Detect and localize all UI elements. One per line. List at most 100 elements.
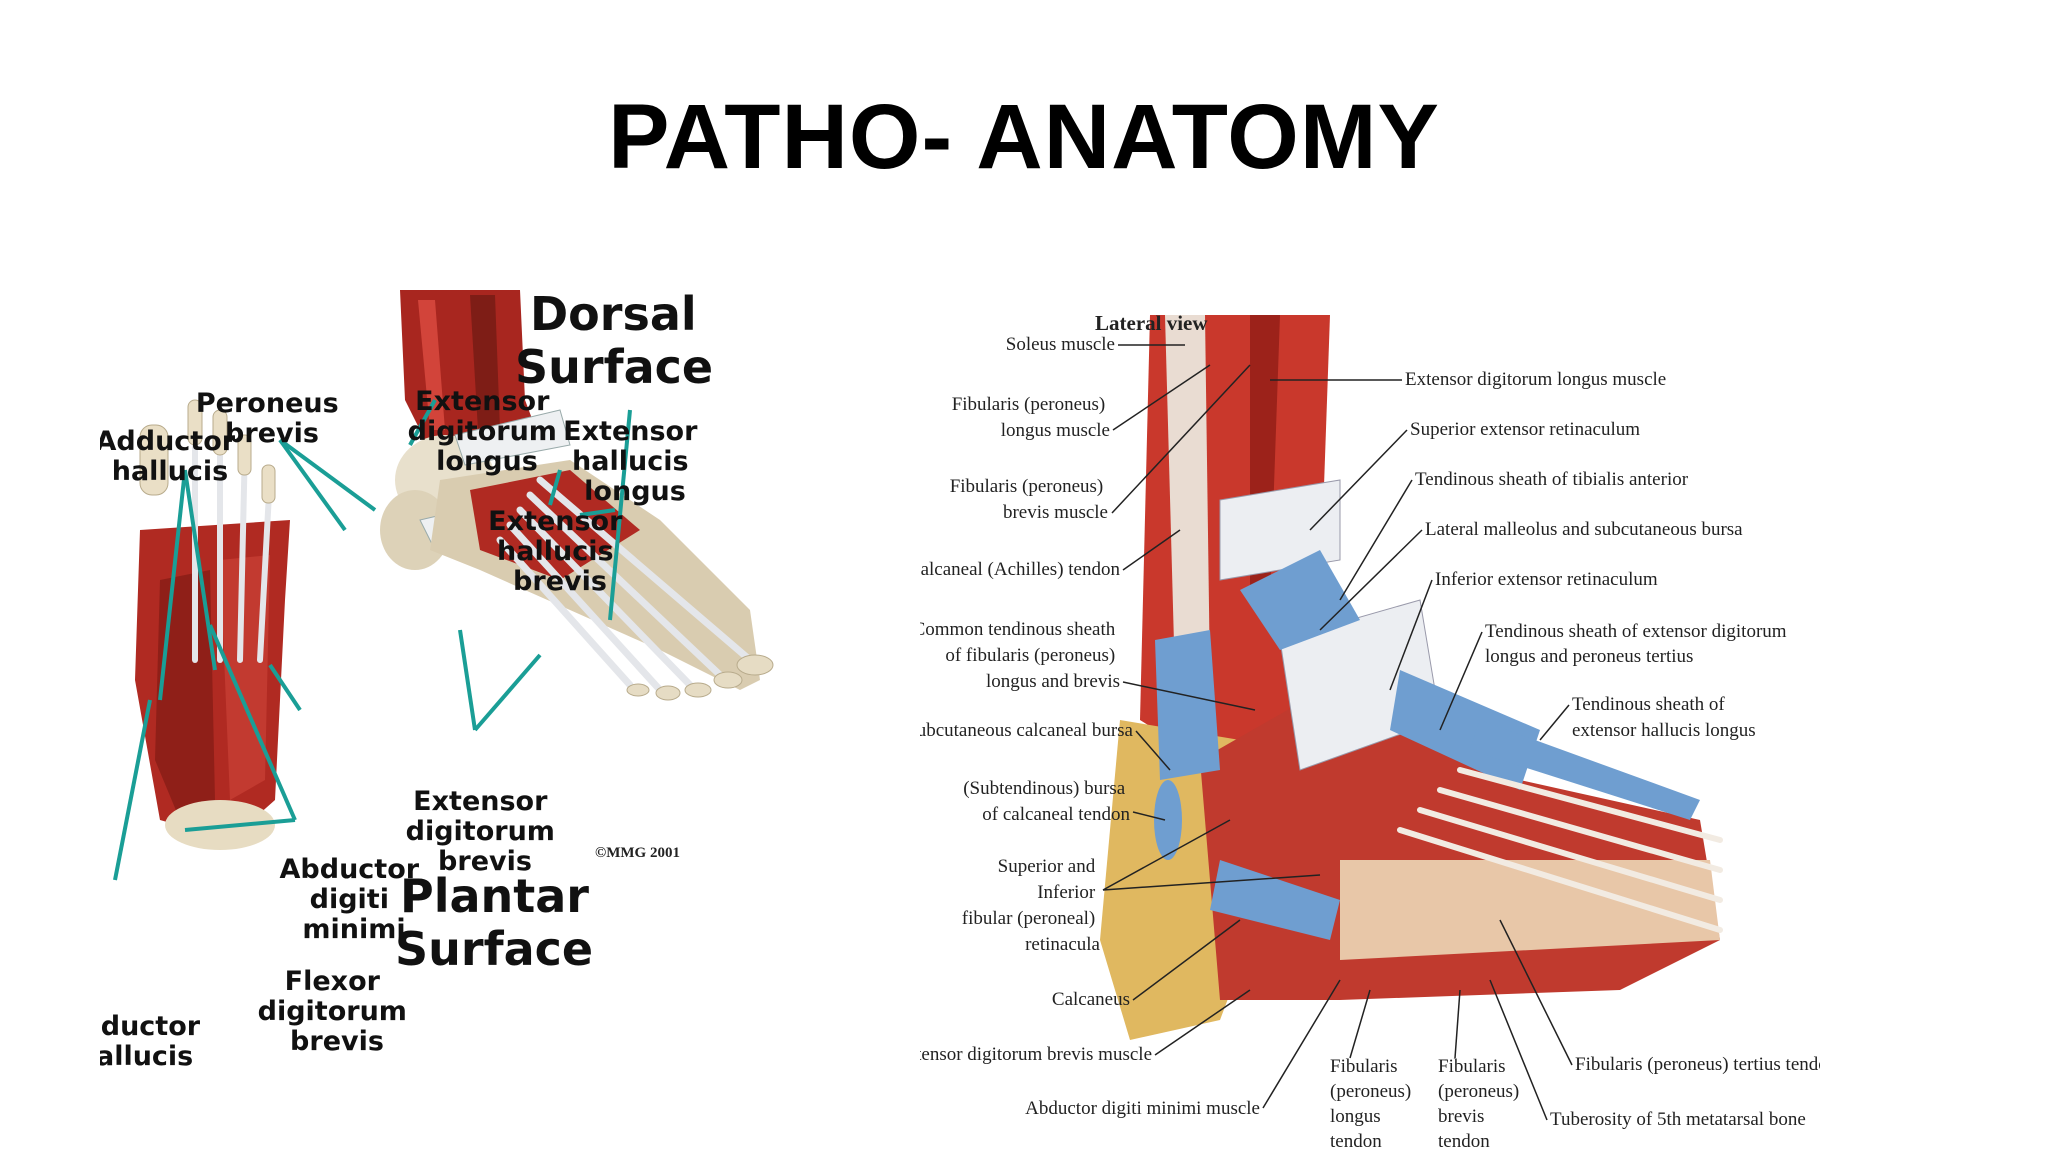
label-line: hallucis [572, 446, 689, 477]
lateral-ankle-drawing: Lateral view Soleus muscle Fibularis (pe… [895, 311, 1838, 1152]
label-flexor-digitorum-brevis: Flexor digitorum brevis [258, 966, 417, 1057]
label-extensor-digitorum-brevis: Extensor digitorum brevis [406, 786, 565, 877]
label-line: (peroneus) [1330, 1081, 1411, 1102]
label-line: longus and brevis [986, 671, 1120, 692]
label-line: tendon [1438, 1131, 1490, 1150]
label-line: Abductor [280, 854, 420, 885]
label-extensor-hallucis-brevis: Extensor hallucis brevis [488, 506, 632, 597]
label-lateral-malleolus: Lateral malleolus and subcutaneous bursa [1425, 519, 1743, 540]
label-line: extensor hallucis longus [1572, 720, 1756, 741]
label-line: Tendinous sheath of [1572, 694, 1725, 715]
label-fibularis-longus-tendon: Fibularis (peroneus) longus tendon [1330, 1056, 1416, 1150]
label-line: minimi [302, 914, 405, 945]
slide-title: PATHO- ANATOMY [608, 86, 1440, 188]
label-line: Soleus muscle [1006, 334, 1115, 355]
label-line: of calcaneal tendon [982, 804, 1130, 825]
label-line: Fibularis (peroneus) [950, 476, 1104, 497]
label-line: brevis [290, 1026, 384, 1057]
label-line: Tendinous sheath of extensor digitorum [1485, 621, 1787, 642]
label-line: longus [436, 446, 538, 477]
label-line: Extensor [563, 416, 698, 447]
label-line: Tendinous sheath of tibialis anterior [1415, 469, 1689, 490]
lateral-ankle-illustration: Lateral view Soleus muscle Fibularis (pe… [895, 300, 1838, 1152]
label-line: brevis [225, 418, 319, 449]
copyright-text: ©MMG 2001 [595, 845, 680, 861]
label-line: Flexor [285, 966, 381, 997]
label-extensor-digitorum-longus: Extensor digitorum longus [408, 386, 567, 477]
label-line: hallucis [497, 536, 614, 567]
label-line: Extensor [415, 386, 550, 417]
label-line: tendon [1330, 1131, 1382, 1150]
label-line: (peroneus) [1438, 1081, 1519, 1102]
label-line: brevis [513, 566, 607, 597]
label-line: longus muscle [1001, 420, 1110, 441]
label-extensor-hallucis-longus: Extensor hallucis longus [563, 416, 707, 507]
label-line: Tuberosity of 5th metatarsal bone [1550, 1109, 1806, 1130]
label-abductor-hallucis: Abductor hallucis [100, 1011, 209, 1072]
label-line: Extensor digitorum brevis muscle [920, 1044, 1152, 1065]
plantar-heading-line: Plantar [400, 869, 589, 923]
label-line: of fibularis (peroneus) [945, 645, 1115, 666]
label-line: Extensor [488, 506, 623, 537]
right-bottom-labels: Fibularis (peroneus) longus tendon Fibul… [1330, 1056, 1524, 1152]
label-line: Subcutaneous calcaneal bursa [920, 720, 1134, 741]
right-leader-lines [1102, 344, 1573, 1121]
label-line: Abductor digiti minimi muscle [1025, 1098, 1260, 1119]
label-line: hallucis [112, 456, 229, 487]
label-line: digitorum [408, 416, 557, 447]
label-line: hallucis [100, 1041, 193, 1072]
label-line: Peroneus [196, 388, 339, 419]
label-line: fibular (peroneal) [962, 908, 1095, 929]
label-line: Fibularis (peroneus) tertius tendon [1575, 1054, 1820, 1075]
label-tendinous-sheath-tibialis-anterior: Tendinous sheath of tibialis anterior [1415, 469, 1689, 490]
right-left-labels: Soleus muscle Fibularis (peroneus) longu… [895, 334, 1260, 1119]
label-fibular-retinacula: Superior and Inferior fibular (peroneal)… [962, 856, 1101, 955]
label-fibularis-longus-muscle: Fibularis (peroneus) longus muscle [952, 394, 1110, 441]
label-line: Lateral malleolus and subcutaneous bursa [1425, 519, 1743, 540]
label-line: Inferior [1037, 882, 1096, 903]
label-line: Common tendinous sheath [920, 619, 1116, 640]
plantar-heading-line: Surface [395, 922, 593, 976]
label-fibularis-tertius-tendon: Fibularis (peroneus) tertius tendon [1575, 1054, 1820, 1075]
label-fibularis-brevis-tendon: Fibularis (peroneus) brevis tendon [1438, 1056, 1524, 1150]
label-tendinous-sheath-ehl: Tendinous sheath of extensor hallucis lo… [1572, 694, 1756, 741]
label-line: Calcaneus [1052, 989, 1130, 1010]
label-line: brevis [438, 846, 532, 877]
right-right-labels: Extensor digitorum longus muscle Superio… [1405, 369, 1838, 1130]
label-extensor-digitorum-longus-muscle: Extensor digitorum longus muscle [1405, 369, 1666, 390]
label-line: digiti [310, 884, 389, 915]
label-subcutaneous-calcaneal-bursa: Subcutaneous calcaneal bursa [920, 720, 1134, 741]
label-abductor-digiti-minimi-muscle: Abductor digiti minimi muscle [1025, 1098, 1260, 1119]
label-common-tendinous-sheath: Common tendinous sheath of fibularis (pe… [920, 619, 1120, 692]
label-line: digitorum [406, 816, 555, 847]
label-line: Adductor [100, 426, 236, 457]
label-line: Extensor digitorum longus muscle [1405, 369, 1666, 390]
label-fibularis-brevis-muscle: Fibularis (peroneus) brevis muscle [950, 476, 1108, 523]
lateral-ankle-drawing-shapes [1100, 315, 1723, 1040]
label-abductor-digiti-minimi: Abductor digiti minimi [280, 854, 429, 945]
label-line: digitorum [258, 996, 407, 1027]
label-peroneus-brevis: Peroneus brevis [196, 388, 348, 449]
label-line: longus [1330, 1106, 1381, 1127]
label-line: Superior extensor retinaculum [1410, 419, 1640, 440]
label-line: Fibularis [1438, 1056, 1506, 1077]
label-soleus-muscle: Soleus muscle [1006, 334, 1115, 355]
foot-muscles-illustration: Dorsal Surface Plantar Surface ©MMG 2001… [61, 280, 920, 1110]
view-title: Lateral view [1095, 311, 1208, 335]
label-tendinous-sheath-edl: Tendinous sheath of extensor digitorum l… [1485, 621, 1791, 667]
label-extensor-digitorum-brevis-muscle: Extensor digitorum brevis muscle [920, 1044, 1152, 1065]
label-line: Superior and [998, 856, 1096, 877]
label-line: Abductor [100, 1011, 201, 1042]
dorsal-heading-line: Surface [515, 340, 713, 394]
label-line: Fibularis (peroneus) [952, 394, 1106, 415]
label-line: Inferior extensor retinaculum [1435, 569, 1658, 590]
label-line: Fibularis [1330, 1056, 1398, 1077]
label-line: (Subtendinous) bursa [963, 778, 1126, 799]
label-line: Calcaneal (Achilles) tendon [920, 559, 1120, 580]
label-line: brevis [1438, 1106, 1484, 1127]
dorsal-heading-line: Dorsal [530, 287, 697, 341]
label-subtendinous-bursa: (Subtendinous) bursa of calcaneal tendon [963, 778, 1130, 825]
dorsal-foot-drawing [380, 290, 774, 701]
label-tuberosity-5th-metatarsal: Tuberosity of 5th metatarsal bone [1550, 1109, 1806, 1130]
label-line: longus and peroneus tertius [1485, 646, 1693, 667]
